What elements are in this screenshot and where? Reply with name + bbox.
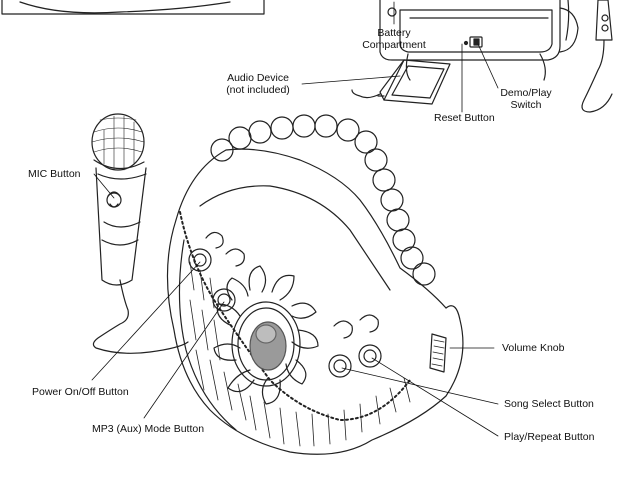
label-demo-play-switch: Demo/Play Switch <box>486 87 566 111</box>
mic-grille <box>92 114 144 170</box>
microphone <box>92 114 188 353</box>
label-volume-knob: Volume Knob <box>502 342 564 354</box>
label-power-button: Power On/Off Button <box>32 386 129 398</box>
song-select-button <box>329 355 351 377</box>
label-play-repeat-button: Play/Repeat Button <box>504 431 594 443</box>
inset-frame-left <box>2 0 264 14</box>
leader-song-select <box>342 368 498 404</box>
label-mp3-mode-button: MP3 (Aux) Mode Button <box>92 423 204 435</box>
play-repeat-button <box>359 345 381 367</box>
label-song-select-button: Song Select Button <box>504 398 594 410</box>
karaoke-body <box>167 115 462 454</box>
demo-line1: Demo/Play <box>500 87 551 99</box>
label-battery-compartment: Battery Compartment <box>344 27 444 51</box>
label-reset-button: Reset Button <box>434 112 495 124</box>
battery-line2: Compartment <box>362 39 426 51</box>
audio-line2: (not included) <box>226 84 290 96</box>
battery-line1: Battery <box>377 27 410 39</box>
demo-line2: Switch <box>511 99 542 111</box>
label-mic-button: MIC Button <box>28 168 81 180</box>
leader-lines <box>92 2 498 436</box>
label-audio-device: Audio Device (not included) <box>210 72 306 96</box>
mic-right <box>582 0 612 112</box>
power-button <box>189 249 211 271</box>
leader-power <box>92 262 200 380</box>
volume-knob <box>430 334 446 372</box>
audio-device <box>352 60 450 104</box>
audio-line1: Audio Device <box>227 72 289 84</box>
leader-demo-switch <box>478 44 498 88</box>
reset-button <box>465 42 468 45</box>
sunflower-ornament <box>214 266 318 404</box>
leader-mp3 <box>144 302 224 418</box>
leader-audio-device <box>302 76 400 84</box>
